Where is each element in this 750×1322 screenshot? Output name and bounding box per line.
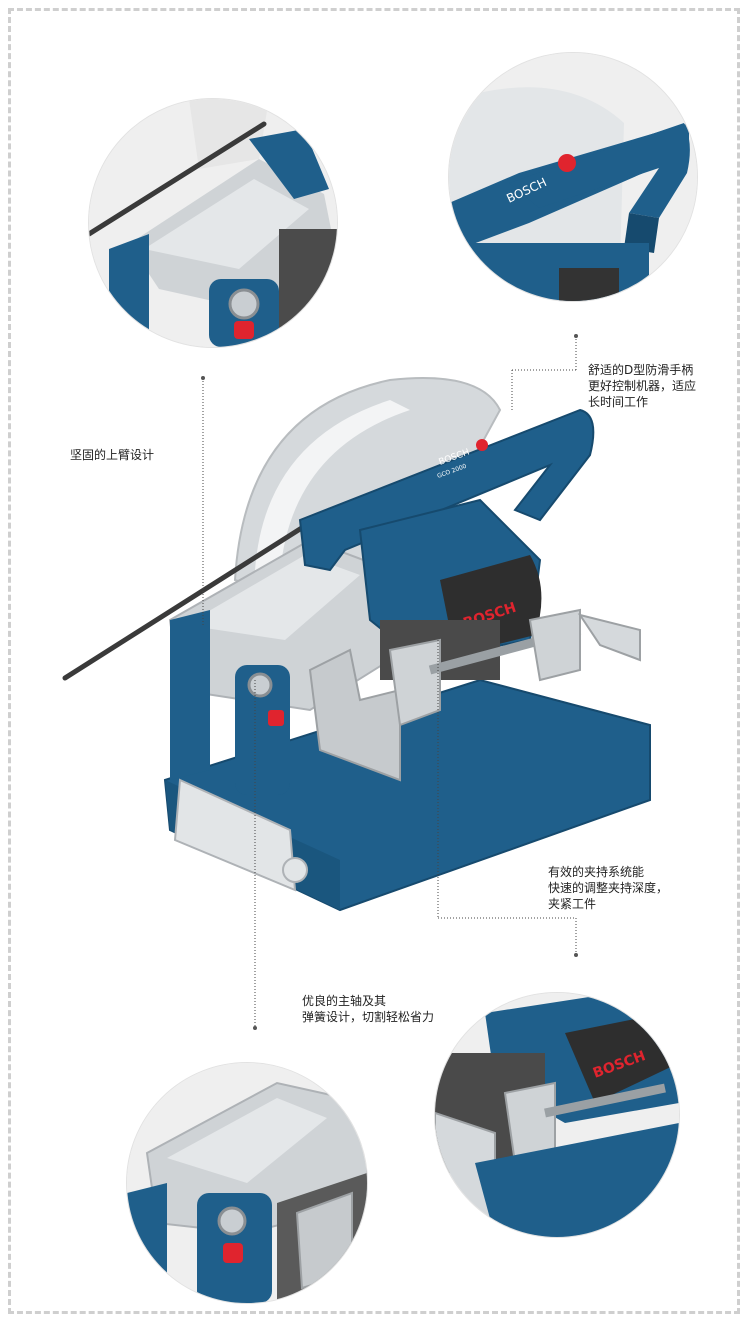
leader-dot-upper-arm — [201, 376, 205, 380]
caption-clamp: 有效的夹持系统能 快速的调整夹持深度， 夹紧工件 — [548, 865, 669, 911]
upper-arm-closeup-image — [89, 99, 337, 347]
leader-dot-handle — [574, 334, 578, 338]
spindle-closeup-image — [127, 1063, 367, 1303]
clamp-closeup-image: BOSCH — [435, 993, 679, 1237]
caption-spindle: 优良的主轴及其 弹簧设计，切割轻松省力 — [302, 994, 435, 1024]
detail-circle-handle: BOSCH — [448, 52, 698, 302]
detail-circle-upper-arm — [88, 98, 338, 348]
leader-dot-spindle — [253, 1026, 257, 1030]
caption-handle: 舒适的D型防滑手柄 更好控制机器，适应 长时间工作 — [588, 363, 697, 409]
leader-dot-clamp — [574, 953, 578, 957]
handle-closeup-image: BOSCH — [449, 53, 697, 301]
dashed-frame — [8, 8, 740, 1314]
detail-circle-spindle — [126, 1062, 368, 1304]
saw-illustration: BOSCH GCO 2000 BOSCH — [62, 377, 651, 912]
detail-circle-clamp: BOSCH — [434, 992, 680, 1238]
caption-upper-arm: 坚固的上臂设计 — [70, 448, 155, 462]
cut-off-saw-image: BOSCH GCO 2000 BOSCH — [60, 370, 660, 920]
